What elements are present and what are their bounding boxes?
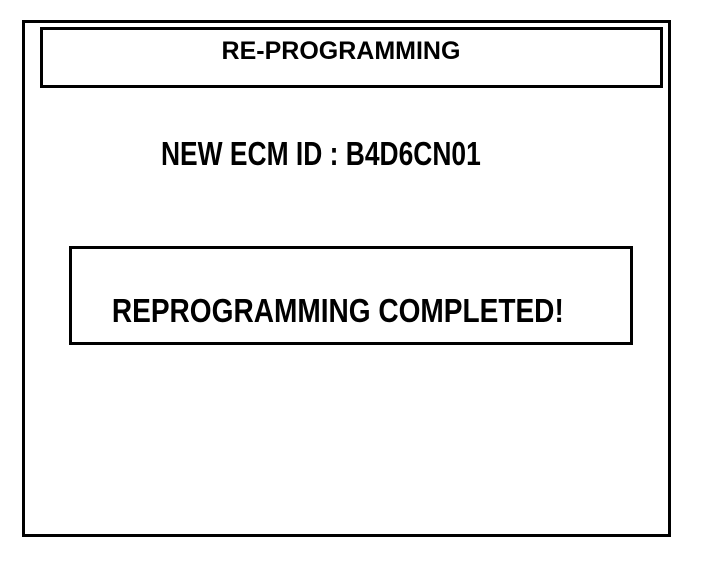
title-box: RE-PROGRAMMING — [40, 27, 663, 88]
new-ecm-id-text: NEW ECM ID : B4D6CN01 — [161, 135, 481, 173]
new-ecm-id-line: NEW ECM ID : B4D6CN01 — [25, 135, 668, 173]
status-message: REPROGRAMMING COMPLETED! — [112, 292, 564, 329]
status-message-box: REPROGRAMMING COMPLETED! — [69, 246, 633, 345]
screen-frame: RE-PROGRAMMING NEW ECM ID : B4D6CN01 REP… — [22, 20, 671, 537]
new-ecm-id-label: NEW ECM ID : — [160, 135, 339, 172]
new-ecm-id-value: B4D6CN01 — [345, 135, 481, 172]
screen-title: RE-PROGRAMMING — [221, 37, 461, 65]
